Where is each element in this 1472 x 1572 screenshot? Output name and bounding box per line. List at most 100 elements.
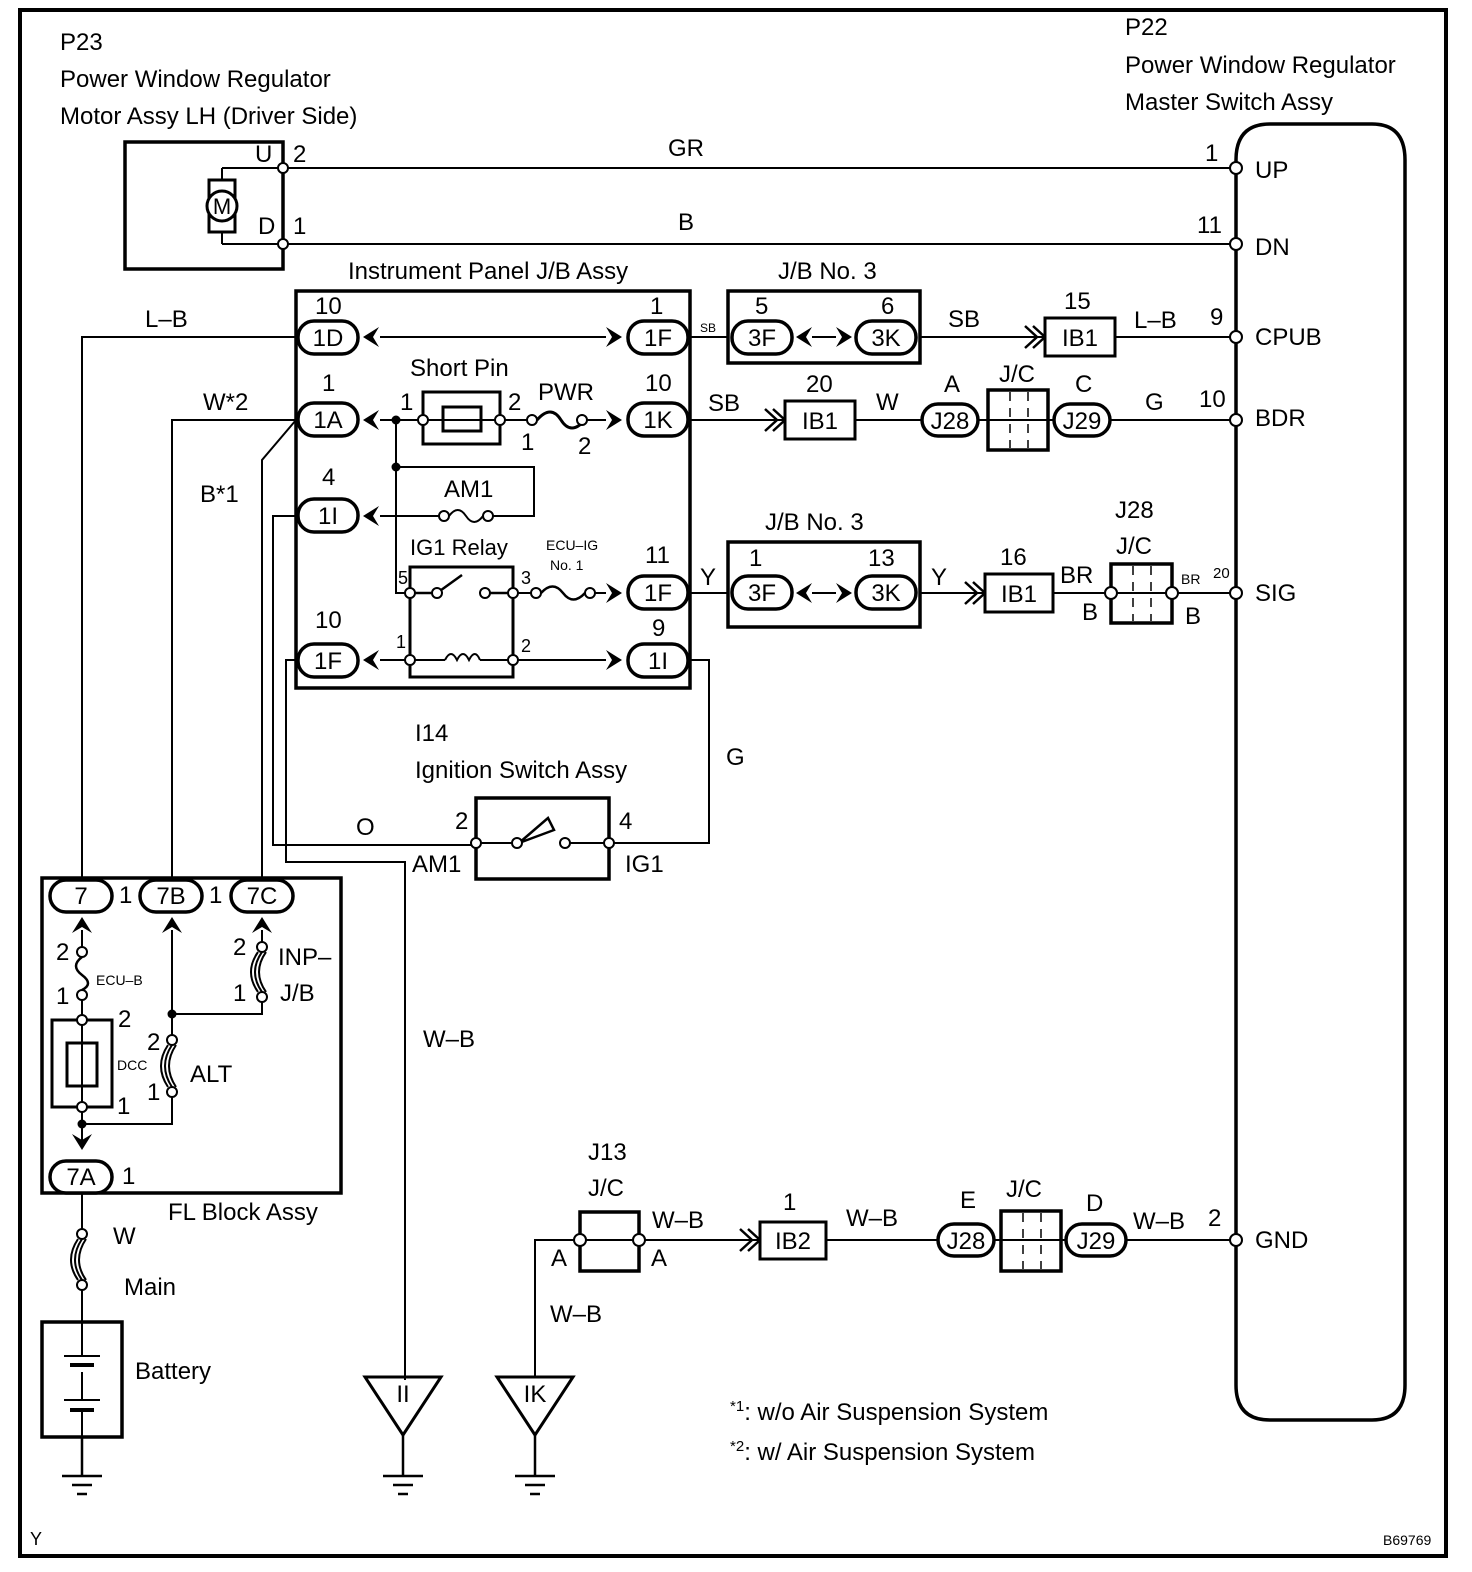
ground-icon — [383, 1435, 423, 1496]
ib1-cpub-id: IB1 — [1062, 325, 1098, 352]
wire-lb-left — [81, 336, 296, 878]
pwr-fuse-icon — [526, 414, 538, 426]
wire-g-ign — [610, 659, 710, 844]
ecu-b-fuse-label: ECU–B — [96, 972, 143, 988]
jb3-top-title: J/B No. 3 — [778, 258, 877, 285]
inp-jb-fuse-icon — [256, 941, 268, 953]
ib2-gnd-pin: 1 — [783, 1189, 796, 1216]
jb3-bottom-box — [726, 540, 922, 629]
jc-sig-right-pin: B — [1185, 603, 1201, 630]
connector-id: 7B — [156, 883, 185, 910]
p22-pin-label: CPUB — [1255, 324, 1322, 351]
ib1-cpub-pin: 15 — [1064, 288, 1091, 315]
p23-name-line1: Power Window Regulator — [60, 66, 331, 93]
connector-pin: 1 — [650, 293, 663, 320]
short-pin-pin2: 2 — [508, 389, 521, 416]
ignition-code: I14 — [415, 720, 448, 747]
alt-fuse-icon — [166, 1034, 178, 1046]
p22-pin-label: DN — [1255, 234, 1290, 261]
fuse-pin: 1 — [56, 983, 69, 1010]
figure-id: B69769 — [1383, 1532, 1431, 1548]
wire-w2-left-color: W*2 — [203, 389, 248, 416]
fuse-pin: 1 — [233, 980, 246, 1007]
ignition-pin: 4 — [619, 808, 632, 835]
jc-sig-title: J/C — [1116, 533, 1152, 560]
wire-o-ign-color: O — [356, 814, 375, 841]
wire-w2-left — [171, 419, 296, 878]
terminal — [1229, 330, 1243, 344]
battery: Battery — [40, 1320, 211, 1439]
wire-b1-left — [261, 419, 297, 878]
ib2-gnd-id: IB2 — [775, 1228, 811, 1255]
jb3-bottom-title: J/B No. 3 — [765, 509, 864, 536]
pwr-fuse-pin2: 2 — [578, 433, 591, 460]
relay-pin: 2 — [521, 636, 531, 656]
footnotes: *1: w/o Air Suspension System *2: w/ Air… — [730, 1398, 1048, 1466]
j13-jc: J13 J/C A A — [551, 1139, 667, 1273]
wire-wb-ik — [534, 1239, 580, 1377]
p22-pin-label: UP — [1255, 157, 1288, 184]
battery-cell-icon — [70, 1363, 94, 1412]
p22-pin-num: 10 — [1199, 386, 1226, 413]
main-fuse-icon — [76, 1228, 88, 1240]
connector-3k — [854, 574, 918, 611]
p22-pin-num: 11 — [1197, 212, 1222, 239]
connector-1f-left — [296, 642, 360, 679]
connector-id: 3F — [748, 325, 776, 352]
inp-jb-label: INP– — [278, 944, 332, 971]
connector-pin: 10 — [315, 607, 342, 634]
ignition-switch-box — [474, 796, 611, 881]
ignition-pin: 2 — [455, 808, 468, 835]
p23-motor-assy: P23 Power Window Regulator Motor Assy LH… — [60, 29, 357, 271]
connector-1f-top — [626, 319, 690, 356]
short-pin-label: Short Pin — [410, 355, 509, 382]
alt-fuse-label: ALT — [190, 1061, 233, 1088]
wire-g-ign-color: G — [726, 744, 745, 771]
connector-id: 1F — [644, 580, 672, 607]
ground-icon — [515, 1435, 555, 1496]
p22-pin-num: 2 — [1208, 1205, 1221, 1232]
connector-pin: 1 — [122, 1163, 135, 1190]
connector-id: 1F — [644, 325, 672, 352]
terminal — [1229, 237, 1243, 251]
footnote-1: *1: w/o Air Suspension System — [730, 1398, 1048, 1426]
jc-pin: D — [1086, 1190, 1103, 1217]
fuse-pin: 2 — [118, 1006, 131, 1033]
p23-pin-d-label: D — [258, 213, 275, 240]
relay-pin: 5 — [398, 568, 408, 588]
ignition-name: Ignition Switch Assy — [415, 757, 627, 784]
p23-pin-u-num: 2 — [293, 141, 306, 168]
wire-g-bdr-color: G — [1145, 389, 1164, 416]
ib1-bdr — [783, 399, 857, 441]
ground-ik: IK — [494, 1375, 576, 1496]
relay-coil-icon — [444, 653, 481, 663]
jc-sig-left-pin: B — [1082, 599, 1098, 626]
connector-pin: 1 — [209, 882, 222, 909]
wire-wb-j13-color: W–B — [652, 1207, 704, 1234]
ground-ik-label: IK — [524, 1381, 547, 1408]
connector-id: 3F — [748, 580, 776, 607]
ib1-sig — [983, 572, 1055, 614]
p22-pin-num: 1 — [1205, 140, 1218, 167]
wire-up-color: GR — [668, 135, 704, 162]
connector-id: 1K — [643, 407, 672, 434]
connector-id: 7A — [66, 1164, 95, 1191]
connector-pin: 5 — [755, 293, 768, 320]
terminal — [1229, 413, 1243, 427]
ground-icon — [62, 1437, 102, 1496]
p22-name-line2: Master Switch Assy — [1125, 89, 1333, 116]
connector-id: 1A — [313, 407, 342, 434]
p23-name-line2: Motor Assy LH (Driver Side) — [60, 103, 357, 130]
p22-name-line1: Power Window Regulator — [1125, 52, 1396, 79]
inp-jb-label2: J/B — [280, 980, 315, 1007]
connector-pin: 1 — [749, 545, 762, 572]
wire-sb-cpub-color: SB — [948, 306, 980, 333]
j13-box — [578, 1210, 641, 1273]
fl-block-assy: FL Block Assy 7 1 7B 1 7C 2 1 ECU–B 2 1 … — [40, 876, 343, 1226]
diagram-frame — [18, 8, 1448, 1558]
connector-pin: 10 — [645, 370, 672, 397]
j13-code: J13 — [588, 1139, 627, 1166]
p22-pin-label: BDR — [1255, 405, 1306, 432]
connector-id: J28 — [947, 1228, 986, 1255]
